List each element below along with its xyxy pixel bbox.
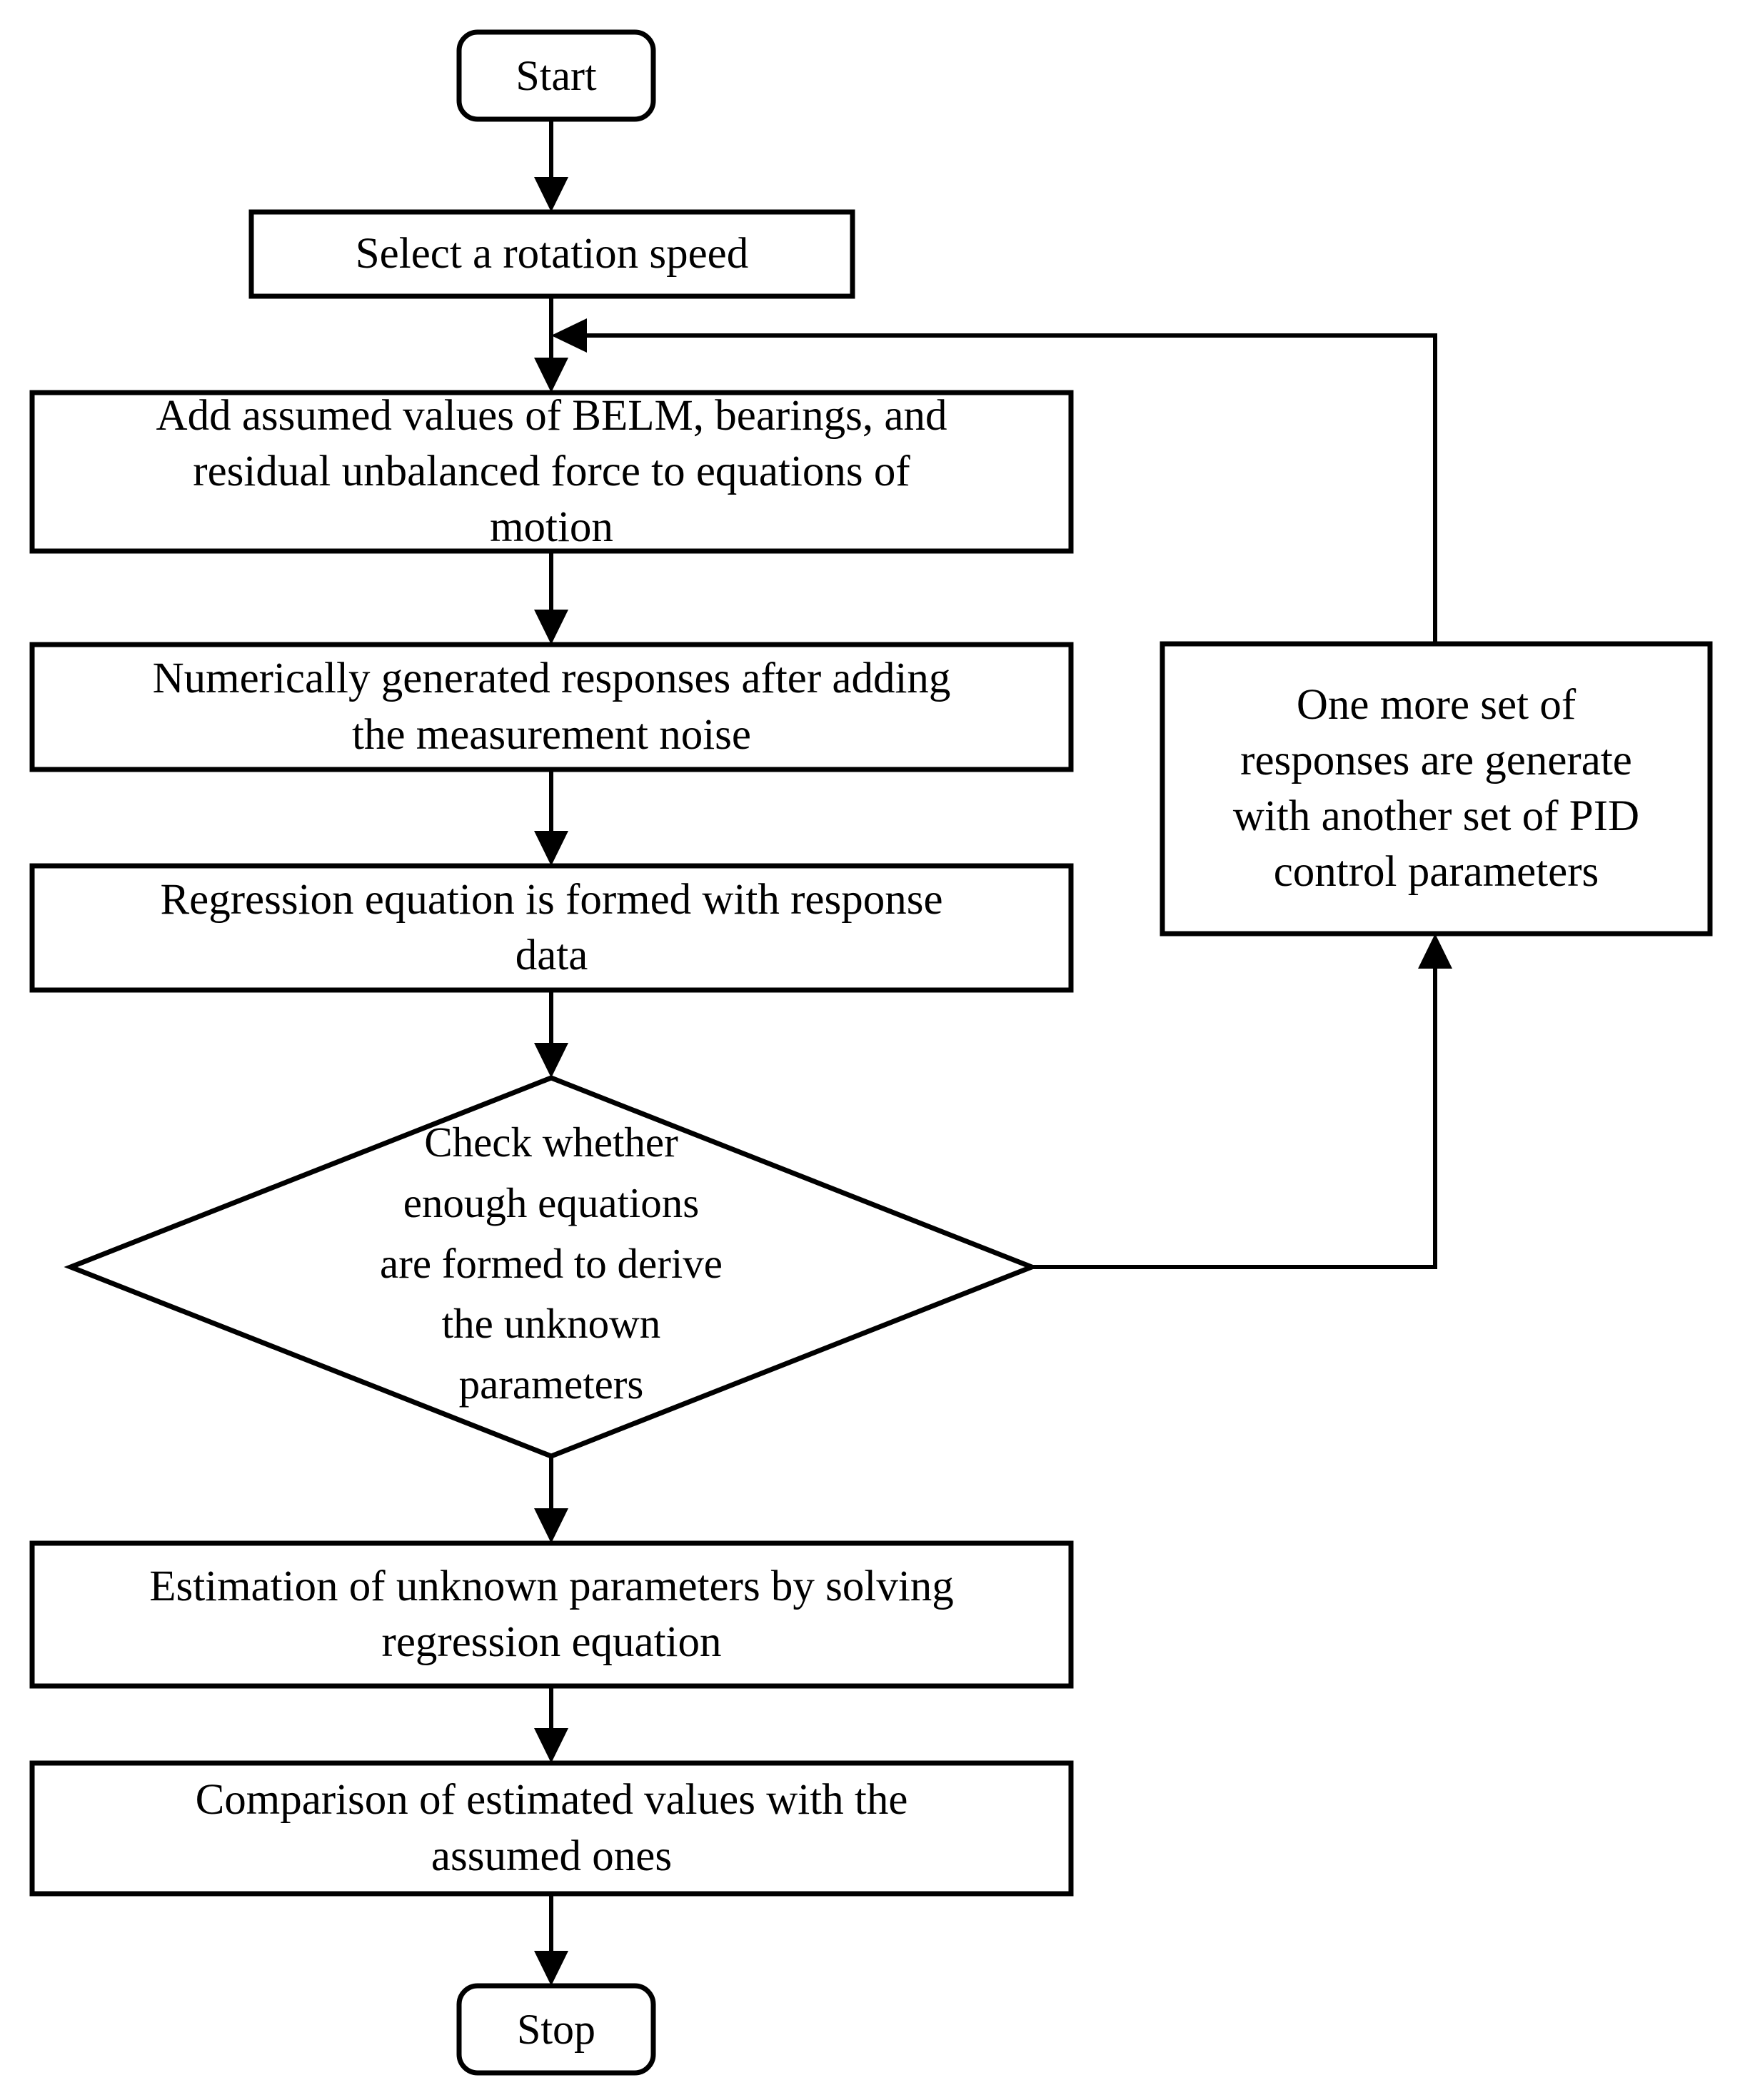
arrowhead-estimation-to-comparison [534,1728,568,1763]
edge-check-equations-to-one-more-set [1032,957,1437,1269]
node-stop-shape[interactable] [456,1983,656,2076]
node-numeric-responses-shape[interactable] [29,642,1074,772]
edge-one-more-set-to-add-assumed [575,333,1437,644]
node-select-speed-shape[interactable] [248,209,855,299]
arrowhead-check-equations-to-one-more-set [1418,934,1452,969]
arrowhead-select-speed-to-add-assumed [534,358,568,393]
node-start-shape[interactable] [456,29,656,122]
arrowhead-check-equations-to-estimation [534,1508,568,1543]
arrowhead-numeric-responses-to-regression [534,831,568,866]
arrowhead-regression-to-check-equations [534,1043,568,1078]
node-add-assumed-shape[interactable] [29,390,1074,554]
arrowhead-start-to-select-speed [534,177,568,212]
node-regression-formed-shape[interactable] [29,863,1074,993]
node-one-more-set-shape[interactable] [1160,641,1713,937]
arrowhead-comparison-to-stop [534,1951,568,1986]
node-comparison-shape[interactable] [29,1760,1074,1897]
arrowhead-feedback-into-trunk [551,318,587,353]
node-estimation-shape[interactable] [29,1540,1074,1689]
node-check-equations-shape[interactable] [64,1075,1039,1459]
arrowhead-add-assumed-to-numeric-responses [534,610,568,645]
